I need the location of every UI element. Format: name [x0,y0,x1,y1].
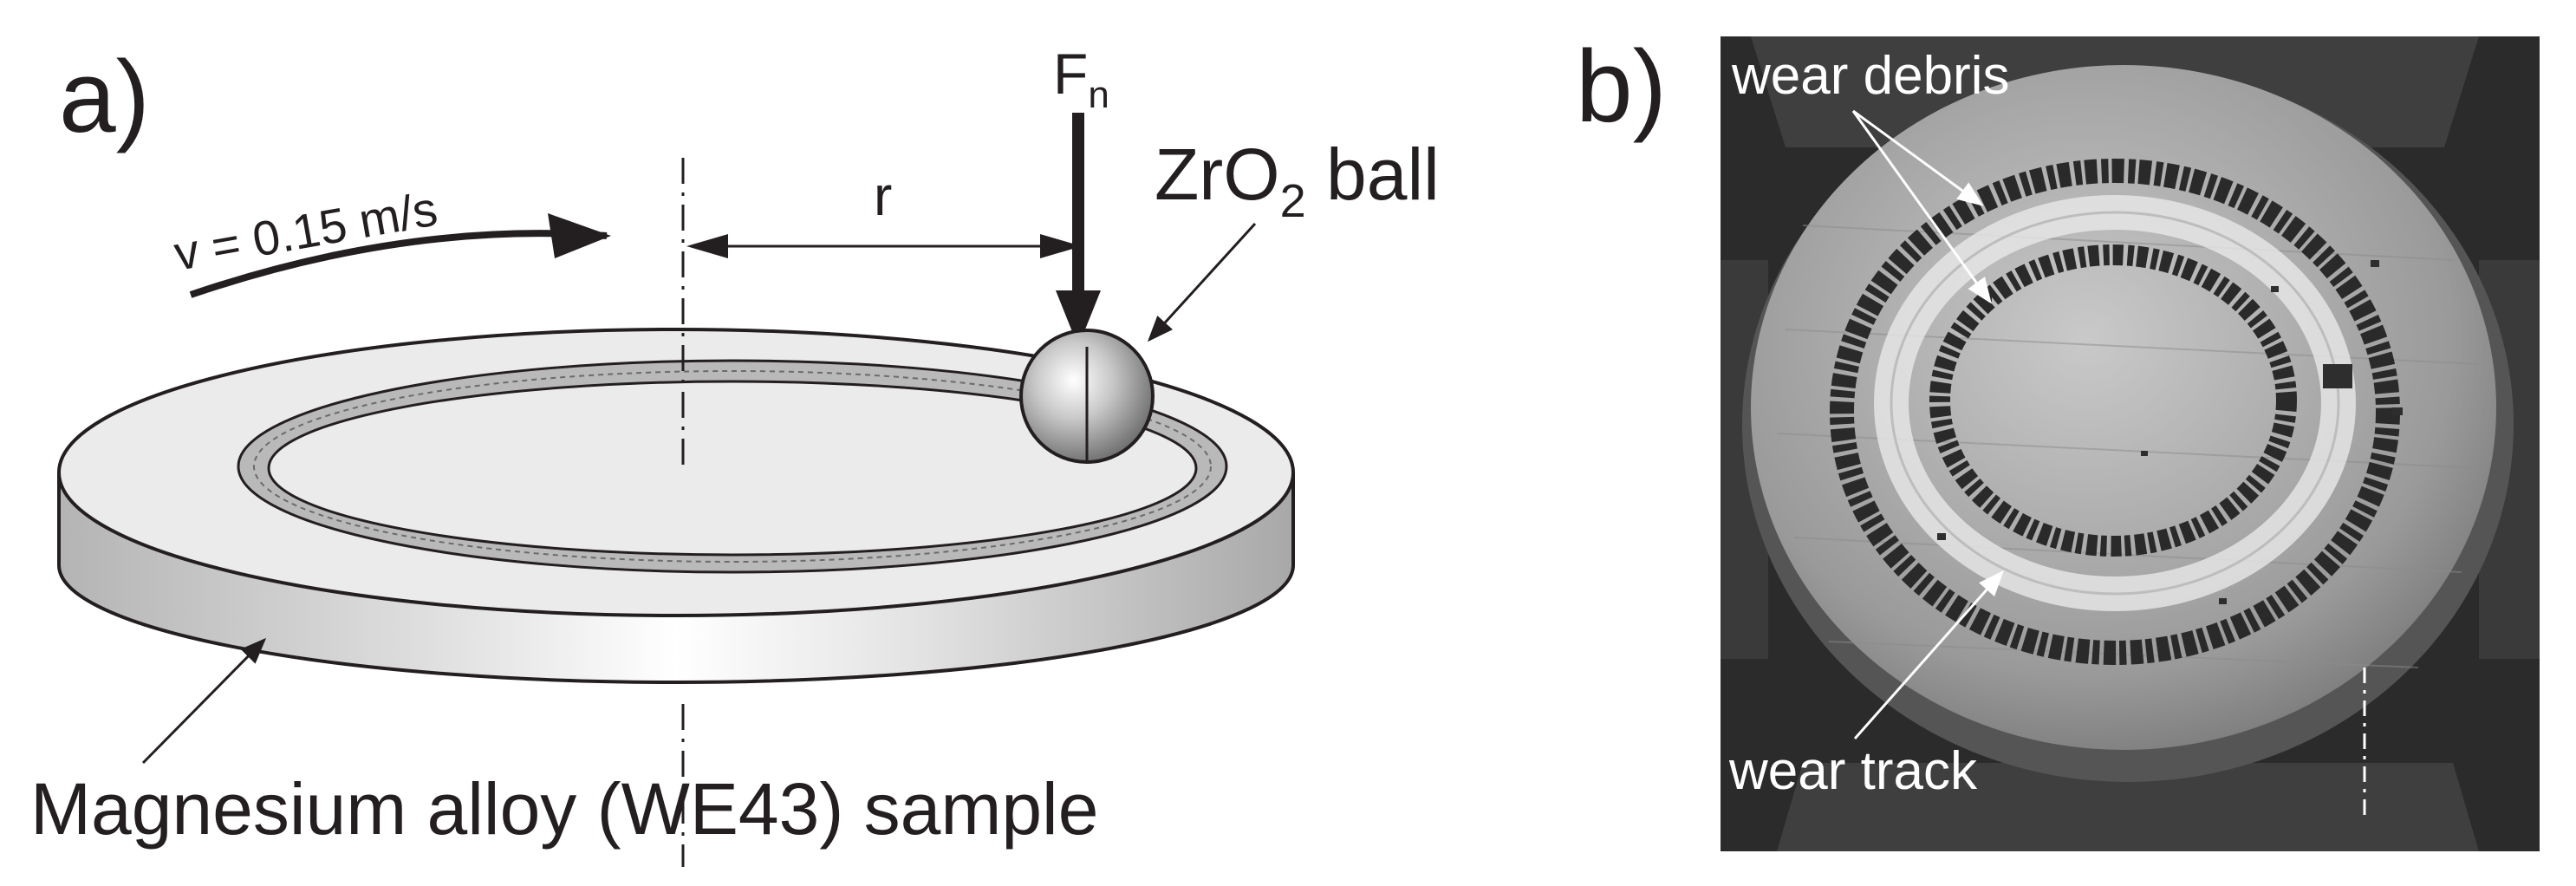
velocity-label: v = 0.15 m/s [170,181,441,281]
panel-a-label: a) [59,40,150,154]
ball-label-main: ZrO [1155,134,1280,215]
ball-label-sub: 2 [1280,175,1306,227]
ball-label: ZrO2 ball [1155,134,1440,227]
radius-label: r [874,165,892,227]
wear-track-pointer [1853,570,2004,739]
force-arrowhead [1056,290,1101,347]
photo [1721,36,2540,851]
chuck-jaw-bottom [1777,763,2479,851]
force-label: Fn [1053,42,1109,116]
force-label-sub: n [1088,74,1109,116]
wear-track-label: wear track [1728,741,1978,801]
wear-debris-outer-ring [1830,159,2400,665]
wear-debris-label: wear debris [1731,46,2009,106]
disk-inner-face [267,380,1198,557]
force-label-main: F [1053,42,1088,106]
photo-wear-track-edge [1890,211,2340,596]
sample-label: Magnesium alloy (WE43) sample [30,768,1098,850]
wear-debris-pointer-1 [1852,109,1984,206]
ball-label-suffix: ball [1306,134,1440,215]
wear-track-groove-mid [253,370,1212,563]
wear-debris-pointer-2 [1851,110,1992,304]
velocity-arrowhead [548,213,611,258]
scattered-debris [1937,260,2403,604]
radius-arrowhead-right [1040,234,1082,258]
wear-debris-inner-ring [1929,244,2297,557]
ball-pointer [1147,222,1257,342]
force-arrow-shaft [1072,113,1084,299]
sample-pointer [141,637,267,765]
panel-a: a) v = 0.15 m/s r Fn ZrO2 ball [30,40,1440,867]
panel-b: b) [1576,29,2540,851]
panel-b-label: b) [1576,29,1667,144]
radius-arrowhead-left [686,234,728,258]
